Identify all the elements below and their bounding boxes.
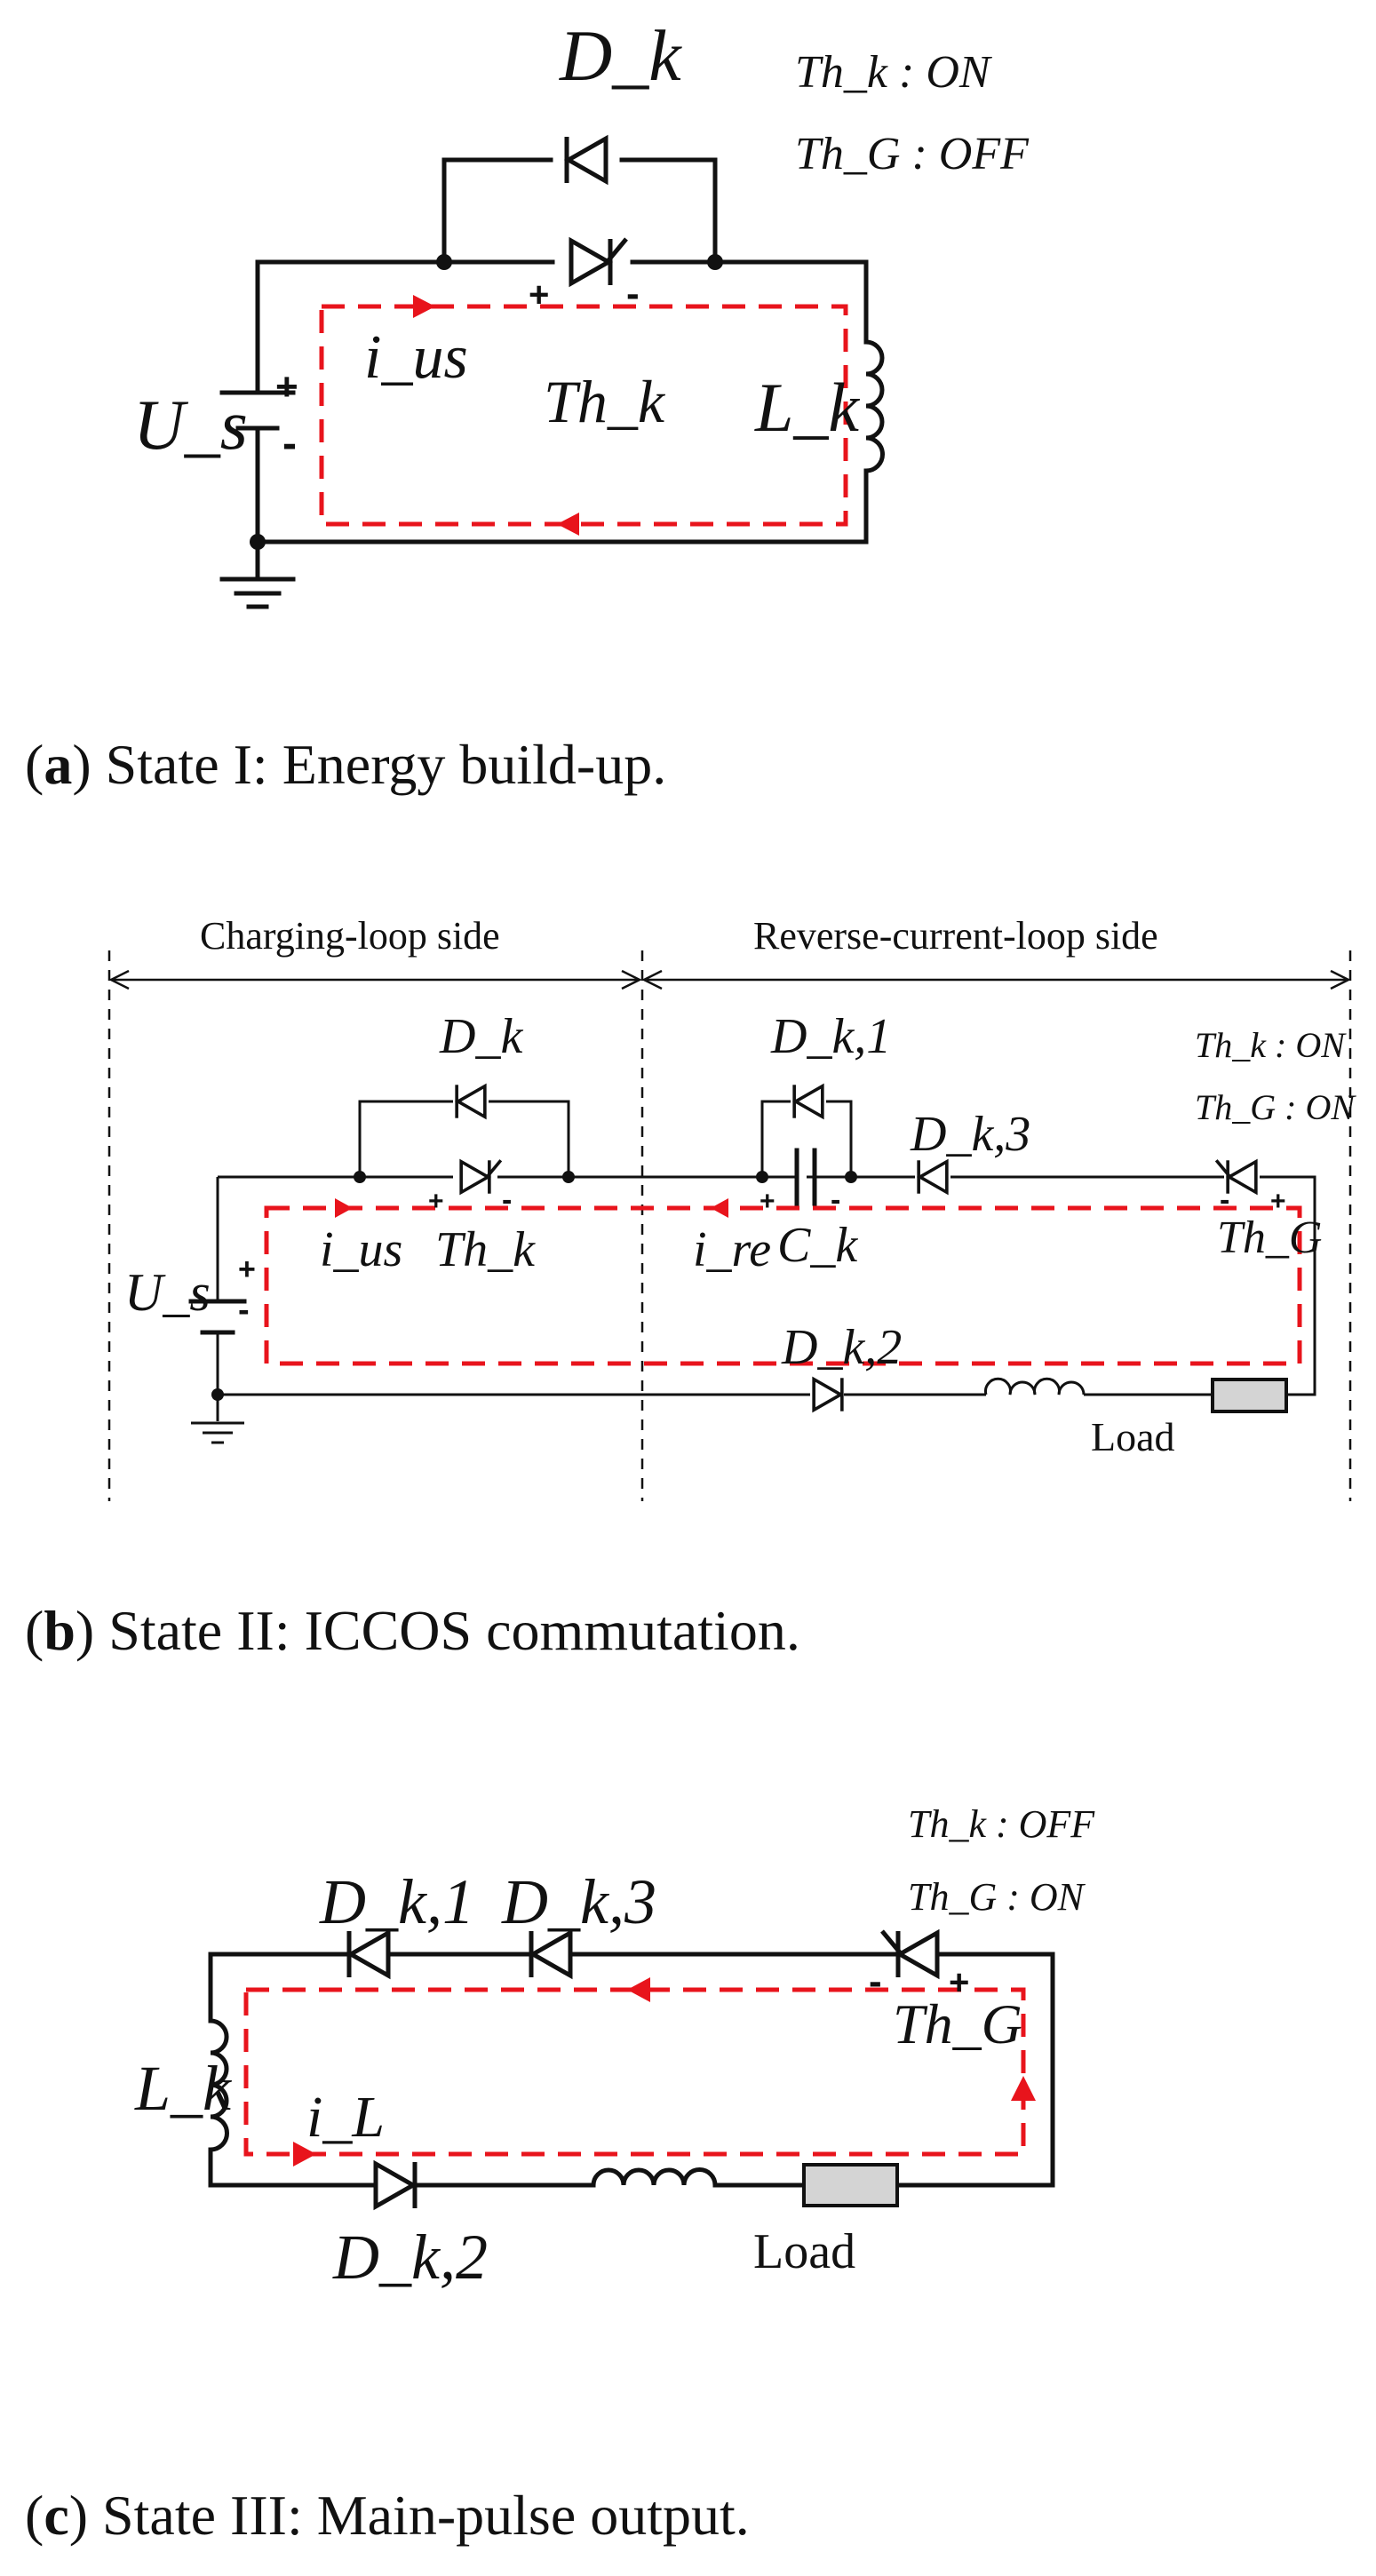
panel-a-inductor-lk [863,339,885,473]
panel-b-label-ius: i_us [320,1222,402,1277]
panel-c-loop-arrow [293,2142,316,2167]
panel-a-label-thk: Th_k [544,368,666,435]
panel-b-diode-dk [455,1083,487,1120]
panel-b-load-inductor [984,1377,1086,1395]
panel-b-caption: (b) State II: ICCOS commutation. [25,1599,800,1662]
panel-b-node [562,1171,575,1183]
panel-c-status-thk: Th_k : OFF [908,1802,1095,1846]
panel-c-top-wire [208,1952,1055,2188]
panel-b-right-region-label: Reverse-current-loop side [753,914,1158,958]
panel-a-label-dk: D_k [559,15,682,96]
panel-b-node [354,1171,366,1183]
panel-b-left-region-label: Charging-loop side [200,914,500,958]
panel-b-status-thk: Th_k : ON [1195,1025,1347,1065]
panel-c-label-thg: Th_G [893,1992,1022,2055]
panel-b-loop-arrow [335,1198,353,1218]
panel-b-ground-icon [191,1421,244,1444]
panel-c-load [802,2163,899,2207]
panel-b-status-thg: Th_G : ON [1195,1087,1356,1127]
panel-c-label-load: Load [753,2224,855,2279]
panel-a-top-wire [255,259,869,345]
panel-b-thyristor-thk [459,1158,503,1196]
panel-b-minus: - [1220,1183,1229,1217]
panel-b-label-dk: D_k [439,1009,523,1064]
panel-a-minus: - [626,272,640,315]
panel-c-loop-arrow [1011,2076,1036,2101]
panel-c-diode-dk3 [531,1931,570,1977]
panel-b-dk-branch [358,1100,570,1177]
panel-b-loop-arrow [711,1198,728,1218]
panel-b-diode-dk2 [812,1376,844,1413]
panel-c-minus: - [869,1960,882,2003]
panel-b-label-dk1: D_k,1 [770,1009,891,1064]
panel-b-dimension-arrows [108,969,1351,990]
panel-a-caption: (a) State I: Energy build-up. [25,733,666,796]
panel-b-load [1211,1378,1288,1413]
panel-c-status-thg: Th_G : ON [908,1875,1086,1919]
panel-b-node [756,1171,768,1183]
panel-b-diode-dk1 [792,1083,824,1120]
panel-b-node [211,1388,224,1401]
panel-b-label-load: Load [1091,1414,1175,1459]
panel-a-loop-arrow [557,513,579,536]
panel-b-source-us [188,1299,247,1335]
panel-a-node [436,254,452,270]
panel-b-circuit: Charging-loop side Reverse-current-loop … [107,914,1356,1501]
panel-a-right-wire [255,468,869,545]
panel-b-label-ire: i_re [693,1222,771,1277]
panel-c-circuit: D_k,1 D_k,3 Th_G L_k i_L D_k,2 Load Th_k… [134,1802,1095,2293]
panel-b-current-loop [264,1205,1302,1366]
panel-b-plus: + [238,1252,256,1286]
panel-c-inductor-lk [208,2018,229,2152]
panel-c-diode-dk2 [376,2162,415,2208]
panel-b-label-dk3: D_k,3 [910,1107,1030,1162]
panel-c-label-dk2: D_k,2 [332,2222,488,2293]
panel-c-load-inductor [591,2167,718,2188]
panel-c-bottom-wire [208,2147,807,2188]
panel-c-plus: + [949,1963,969,2002]
panel-a-dk-branch [441,157,718,265]
panel-b-label-dk2: D_k,2 [781,1320,902,1375]
panel-c-diode-dk1 [349,1931,388,1977]
panel-a-label-us: U_s [133,386,248,465]
panel-b-minus: - [238,1292,250,1329]
panel-a-node [250,534,266,550]
panel-b-label-thk: Th_k [435,1222,536,1277]
panel-c-label-il: i_L [306,2085,385,2150]
panel-a-minus: - [282,420,297,467]
panel-c-label-lk: L_k [134,2053,233,2124]
panel-a-plus: + [529,275,549,314]
panel-b-dk1-branch [760,1100,853,1177]
panel-c-label-dk3: D_k,3 [501,1866,656,1937]
panel-c-caption: (c) State III: Main-pulse output. [25,2484,750,2547]
panel-a-thyristor-thk [571,239,626,285]
panel-c-current-loop [243,1987,1026,2157]
panel-a-circuit: D_k Th_k L_k U_s i_us + - + - Th_k : ON … [133,15,1030,609]
panel-a-label-lk: L_k [754,369,860,446]
panel-b-plus: + [760,1187,775,1216]
panel-b-plus: + [428,1187,444,1216]
panel-b-diode-dk3 [917,1158,949,1196]
panel-b-node [845,1171,857,1183]
panel-b-minus: - [502,1183,512,1217]
panel-b-label-ck: C_k [777,1218,858,1273]
panel-a-diode-dk [567,137,606,183]
panel-a-label-current: i_us [364,323,468,392]
panel-b-label-us: U_s [124,1263,211,1322]
panel-a-plus: + [275,365,298,409]
panel-c-label-dk1: D_k,1 [319,1866,474,1937]
panel-a-source-us [219,390,296,431]
panel-b-minus: - [831,1183,840,1217]
panel-a-status-thk: Th_k : ON [795,47,993,98]
panel-a-current-loop [319,304,848,527]
panel-a-node [707,254,723,270]
panel-a-loop-arrow [413,295,435,318]
panel-a-status-thg: Th_G : OFF [795,129,1030,179]
panel-b-plus: + [1270,1187,1286,1216]
panel-b-label-thg: Th_G [1217,1212,1322,1263]
panel-c-loop-arrow [627,1977,650,2002]
panel-a-ground-icon [219,576,296,609]
